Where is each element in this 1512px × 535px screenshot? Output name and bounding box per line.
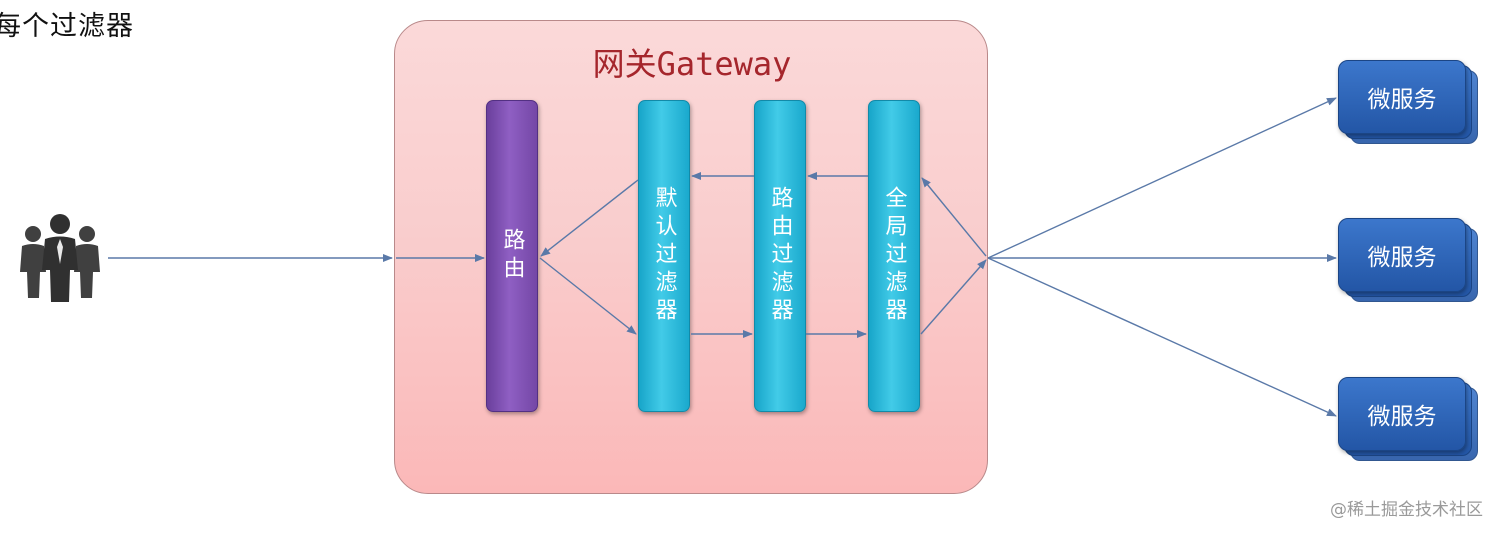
arrow-hub-to-service-1 (987, 97, 1337, 259)
arrow-router-to-default-filter (539, 257, 637, 335)
users-group-icon (16, 212, 104, 308)
global-filter-block: 全局过滤器 (868, 100, 920, 412)
arrow-default-filter-to-router (540, 179, 639, 257)
microservice-label-2: 微服务 (1338, 218, 1466, 292)
arrow-hub-to-service-3 (987, 257, 1337, 417)
watermark-text: @稀土掘金技术社区 (1330, 500, 1483, 520)
default-filter-label: 默认过滤器 (651, 186, 677, 326)
route-filter-block: 路由过滤器 (754, 100, 806, 412)
global-filter-label: 全局过滤器 (881, 186, 907, 326)
router-label: 路由 (499, 228, 525, 284)
arrow-hub-to-global-filter (921, 177, 987, 257)
microservice-box-3: 微服务 (1338, 377, 1478, 461)
microservice-box-1: 微服务 (1338, 60, 1478, 144)
heading-text: 每个过滤器 (0, 11, 134, 42)
microservice-label-1: 微服务 (1338, 60, 1466, 134)
router-block: 路由 (486, 100, 538, 412)
arrow-global-filter-to-hub (920, 259, 987, 335)
gateway-title: 网关Gateway (592, 45, 792, 83)
route-filter-label: 路由过滤器 (767, 186, 793, 326)
default-filter-block: 默认过滤器 (638, 100, 690, 412)
microservice-label-3: 微服务 (1338, 377, 1466, 451)
microservice-box-2: 微服务 (1338, 218, 1478, 302)
